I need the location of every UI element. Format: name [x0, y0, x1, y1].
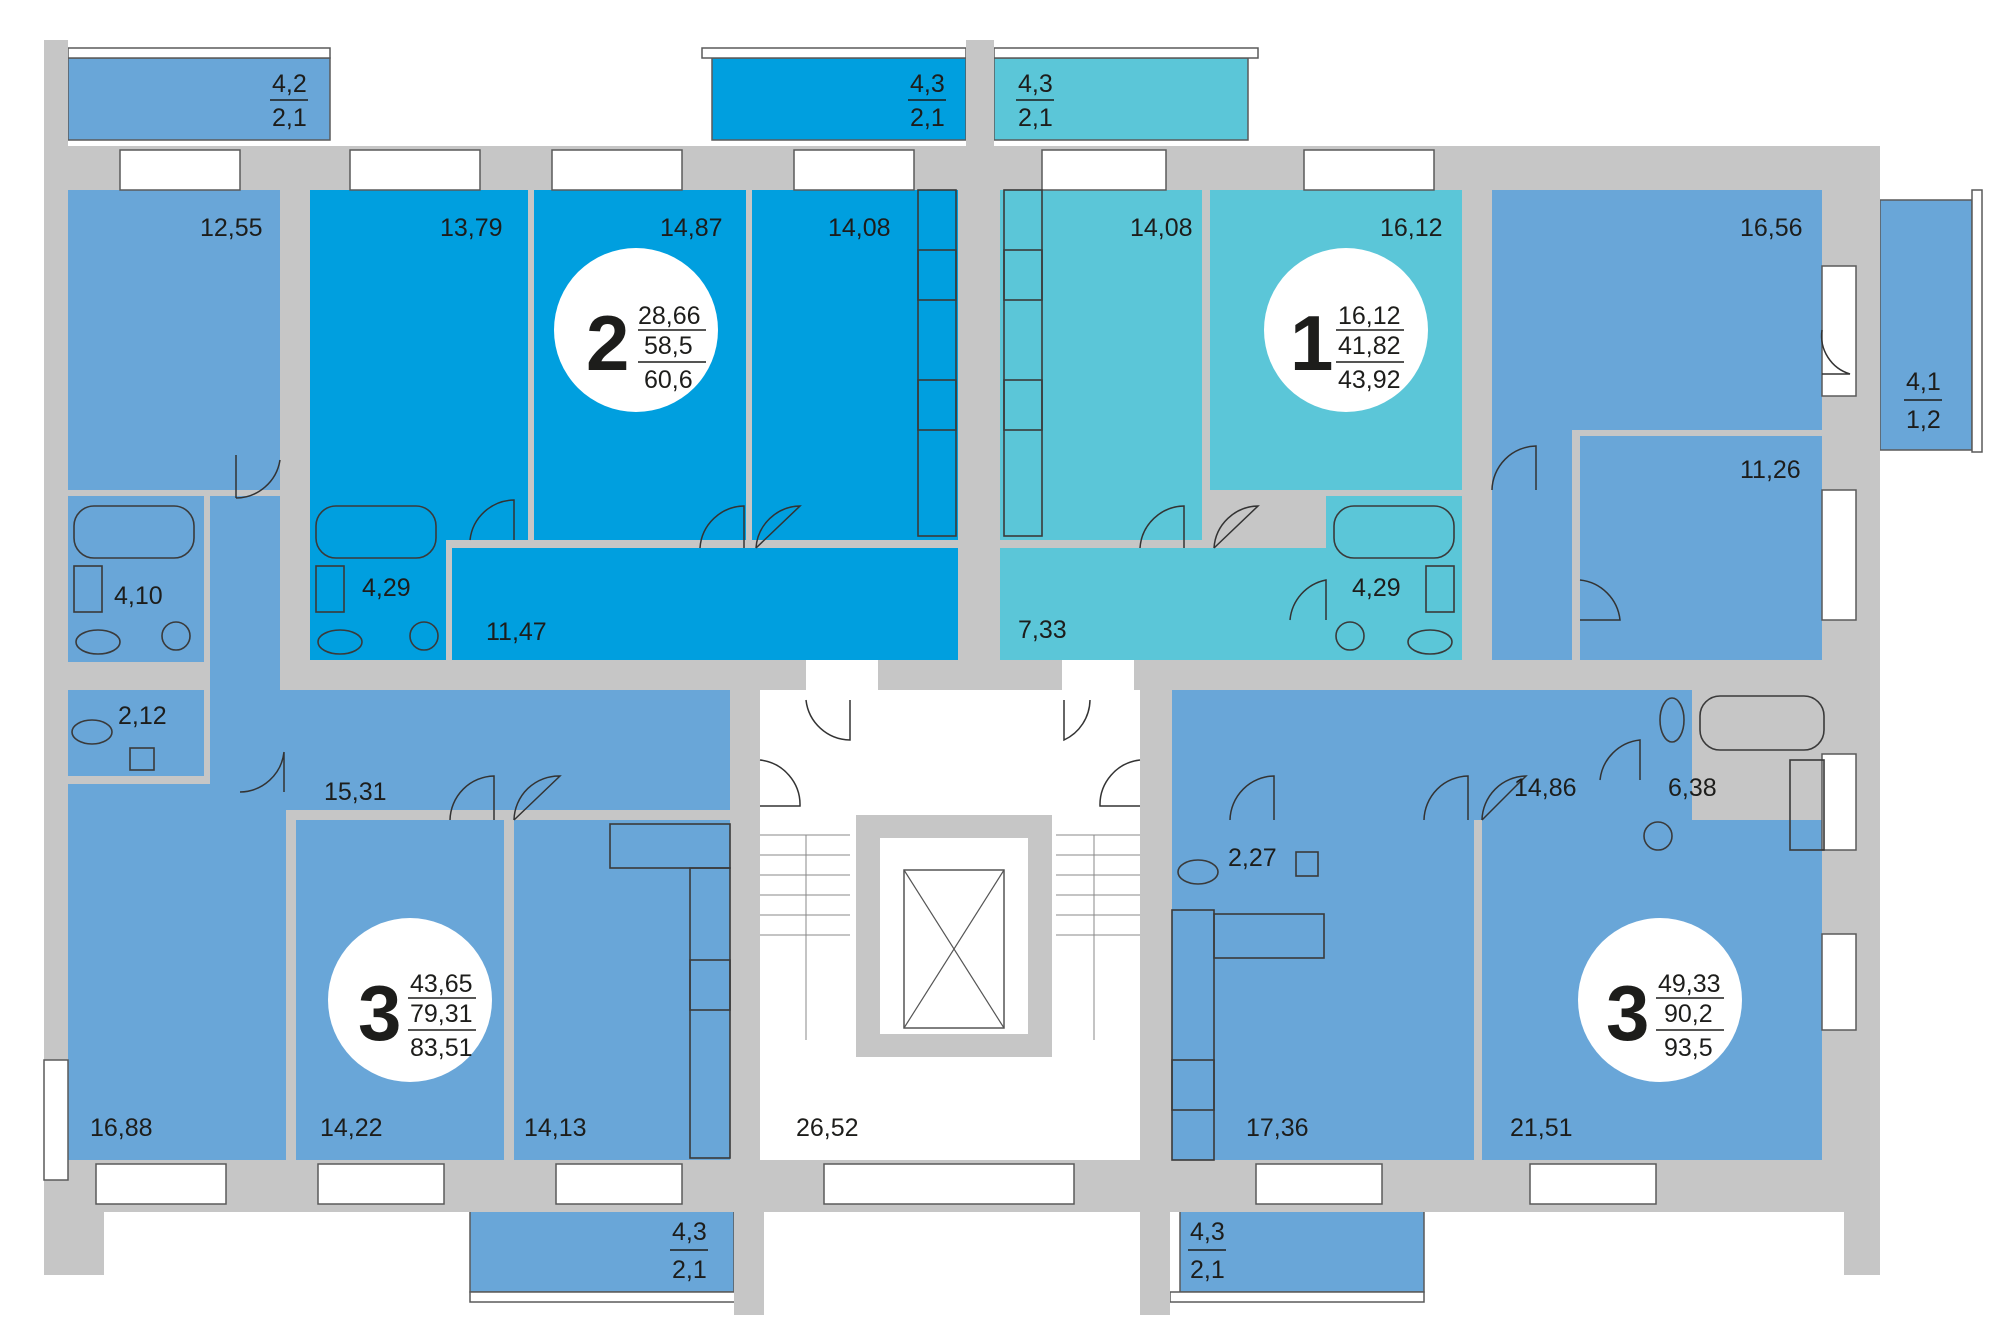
apartment-rooms: 2: [586, 299, 629, 387]
balconies: [67, 47, 1983, 1303]
room-area-label: 14,22: [320, 1114, 383, 1142]
apartment-rooms: 3: [1606, 969, 1649, 1057]
apartment-total-area: 41,82: [1338, 332, 1401, 360]
balcony-top-left[interactable]: [67, 57, 331, 141]
balcony-area: 4,3: [910, 70, 945, 98]
apartment-rooms: 3: [358, 969, 401, 1057]
balcony-depth: 1,2: [1906, 406, 1941, 434]
room-area-label: 16,12: [1380, 214, 1443, 242]
balcony-depth: 2,1: [672, 1256, 707, 1284]
balcony-depth: 2,1: [1018, 104, 1053, 132]
room-area-label: 4,29: [1352, 574, 1401, 602]
balcony-depth: 2,1: [1190, 1256, 1225, 1284]
room-labels: 12,55 13,79 14,87 14,08 14,08 16,12 16,5…: [90, 214, 1803, 1142]
apartment-total-with-balcony: 93,5: [1664, 1034, 1713, 1062]
apartment-total-with-balcony: 43,92: [1338, 366, 1401, 394]
room-area-label: 14,13: [524, 1114, 587, 1142]
room-area-label: 16,56: [1740, 214, 1803, 242]
apartment-total-with-balcony: 60,6: [644, 366, 693, 394]
room-area-label: 14,08: [1130, 214, 1193, 242]
room-area-label: 15,31: [324, 778, 387, 806]
room-area-label: 2,12: [118, 702, 167, 730]
apartment-badge-3-left[interactable]: 3 43,65 79,31 83,51: [328, 918, 492, 1082]
balcony-depth: 2,1: [272, 104, 307, 132]
room-area-label: 4,10: [114, 582, 163, 610]
room-area-label: 2,27: [1228, 844, 1277, 872]
balcony-area: 4,1: [1906, 368, 1941, 396]
apartment-2[interactable]: [310, 190, 958, 660]
balcony-area: 4,3: [672, 1218, 707, 1246]
balcony-area: 4,3: [1018, 70, 1053, 98]
room-area-label: 7,33: [1018, 616, 1067, 644]
room-area-label: 14,87: [660, 214, 723, 242]
room-area-label: 14,08: [828, 214, 891, 242]
room-area-label: 21,51: [1510, 1114, 1573, 1142]
kitchen-fixtures: [609, 189, 1325, 1161]
apartment-rooms: 1: [1290, 299, 1333, 387]
apartment-living-area: 49,33: [1658, 970, 1721, 998]
room-area-label: 4,29: [362, 574, 411, 602]
room-area-label: 17,36: [1246, 1114, 1309, 1142]
apartment-living-area: 16,12: [1338, 302, 1401, 330]
staircase: [760, 660, 1140, 1160]
room-area-label: 16,88: [90, 1114, 153, 1142]
windows: [43, 149, 1857, 1205]
apartment-3-left[interactable]: [68, 190, 730, 1160]
room-area-label: 11,47: [486, 618, 547, 646]
room-area-label: 11,26: [1740, 456, 1801, 484]
apartment-badge-3-right[interactable]: 3 49,33 90,2 93,5: [1578, 918, 1742, 1082]
apartment-total-with-balcony: 83,51: [410, 1034, 473, 1062]
room-area-label: 13,79: [440, 214, 503, 242]
balcony-right[interactable]: [1879, 199, 1973, 451]
apartment-living-area: 43,65: [410, 970, 473, 998]
apartment-total-area: 79,31: [410, 1000, 473, 1028]
apartment-badge-1[interactable]: 1 16,12 41,82 43,92: [1264, 248, 1428, 412]
room-area-label: 26,52: [796, 1114, 859, 1142]
balcony-top-mid-left[interactable]: [711, 57, 967, 141]
balcony-area: 4,2: [272, 70, 307, 98]
apartment-total-area: 58,5: [644, 332, 693, 360]
balcony-area: 4,3: [1190, 1218, 1225, 1246]
apartment-3-right[interactable]: [1172, 190, 1822, 1160]
balcony-top-mid-right[interactable]: [993, 57, 1249, 141]
bathroom-fixtures: [71, 505, 1825, 885]
balcony-bottom-left[interactable]: [469, 1209, 735, 1293]
room-area-label: 6,38: [1668, 774, 1717, 802]
balcony-depth: 2,1: [910, 104, 945, 132]
balcony-bottom-right[interactable]: [1179, 1209, 1425, 1293]
balcony-labels: 4,2 2,1 4,3 2,1 4,3 2,1 4,1 1,2 4,3 2,1 …: [270, 70, 1942, 1284]
room-area-label: 12,55: [200, 214, 263, 242]
apartment-living-area: 28,66: [638, 302, 701, 330]
room-area-label: 14,86: [1514, 774, 1577, 802]
doors: [235, 329, 1851, 821]
apartment-badge-2[interactable]: 2 28,66 58,5 60,6: [554, 248, 718, 412]
apartment-total-area: 90,2: [1664, 1000, 1713, 1028]
